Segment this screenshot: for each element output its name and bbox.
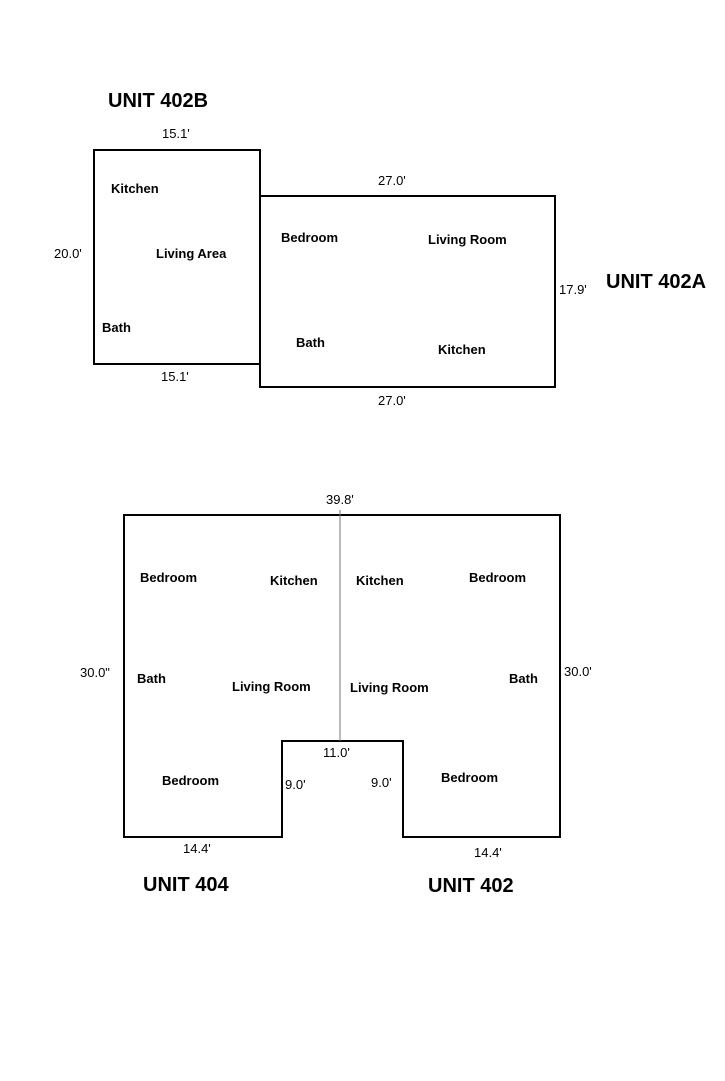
unit-404-kitchen: Kitchen [270,573,318,588]
unit-402a-outline [259,195,556,388]
lower-dim-bottom-right: 14.4' [474,845,502,860]
unit-402b-living-area: Living Area [156,246,227,261]
unit-402b-dim-bottom: 15.1' [161,369,189,384]
unit-402-bedroom-bottom: Bedroom [441,770,498,785]
unit-402b-label: UNIT 402B [108,90,208,112]
unit-402a-dim-top: 27.0' [378,173,406,188]
unit-402a-dim-right: 17.9' [559,282,587,297]
unit-404-living-room: Living Room [232,679,311,694]
unit-402-kitchen: Kitchen [356,573,404,588]
lower-dim-notch-right: 9.0' [371,775,392,790]
lower-dim-right: 30.0' [564,664,592,679]
unit-402b-bath: Bath [102,320,131,335]
unit-402-living-room: Living Room [350,680,429,695]
unit-402a-bedroom: Bedroom [281,230,338,245]
unit-402a-kitchen: Kitchen [438,342,486,357]
lower-dim-top: 39.8' [326,492,354,507]
unit-402-bedroom-top: Bedroom [469,570,526,585]
lower-dim-notch-left: 9.0' [285,777,306,792]
unit-402-bath: Bath [509,671,538,686]
unit-402b-kitchen: Kitchen [111,181,159,196]
unit-404-bedroom-bottom: Bedroom [162,773,219,788]
unit-402-label: UNIT 402 [428,875,514,897]
lower-dim-notch-top: 11.0' [323,745,350,760]
unit-404-bath: Bath [137,671,166,686]
unit-402a-label: UNIT 402A [606,271,706,293]
lower-dim-bottom-left: 14.4' [183,841,211,856]
unit-402a-bath: Bath [296,335,325,350]
unit-402b-dim-top: 15.1' [162,126,190,141]
lower-building-outline [123,514,561,838]
unit-404-label: UNIT 404 [143,874,229,896]
unit-402b-dim-left: 20.0' [54,246,82,261]
unit-402a-living-room: Living Room [428,232,507,247]
unit-402a-dim-bottom: 27.0' [378,393,406,408]
lower-dim-left: 30.0" [80,665,110,680]
unit-404-bedroom-top: Bedroom [140,570,197,585]
